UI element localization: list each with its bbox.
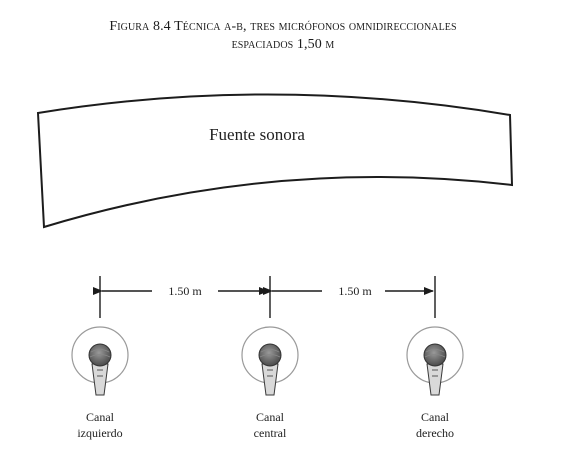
mic-head xyxy=(423,343,447,367)
dimension-label-left: 1.50 m xyxy=(168,284,202,298)
mic-label-right-line1: Canal xyxy=(421,410,450,424)
mic-body xyxy=(91,363,109,396)
microphone-right xyxy=(406,326,464,396)
mic-label-center-line2: central xyxy=(254,426,287,440)
caption-line-1: Figura 8.4 Técnica a-b, tres micrófonos … xyxy=(109,19,457,34)
mic-head xyxy=(258,343,282,367)
mic-body xyxy=(261,363,279,396)
mic-label-right-line2: derecho xyxy=(416,426,454,440)
dimension-label-right: 1.50 m xyxy=(338,284,372,298)
microphone-center xyxy=(241,326,299,396)
mic-label-left-line1: Canal xyxy=(86,410,115,424)
microphone-left xyxy=(71,326,129,396)
figure-caption: Figura 8.4 Técnica a-b, tres micrófonos … xyxy=(0,18,566,54)
mic-label-center-line1: Canal xyxy=(256,410,285,424)
mic-body xyxy=(426,363,444,396)
mic-label-left-line2: izquierdo xyxy=(77,426,122,440)
sound-source-label: Fuente sonora xyxy=(209,125,305,144)
sound-source-shape xyxy=(36,93,514,229)
caption-line-2: espaciados 1,50 m xyxy=(231,37,335,52)
mic-head xyxy=(88,343,112,367)
